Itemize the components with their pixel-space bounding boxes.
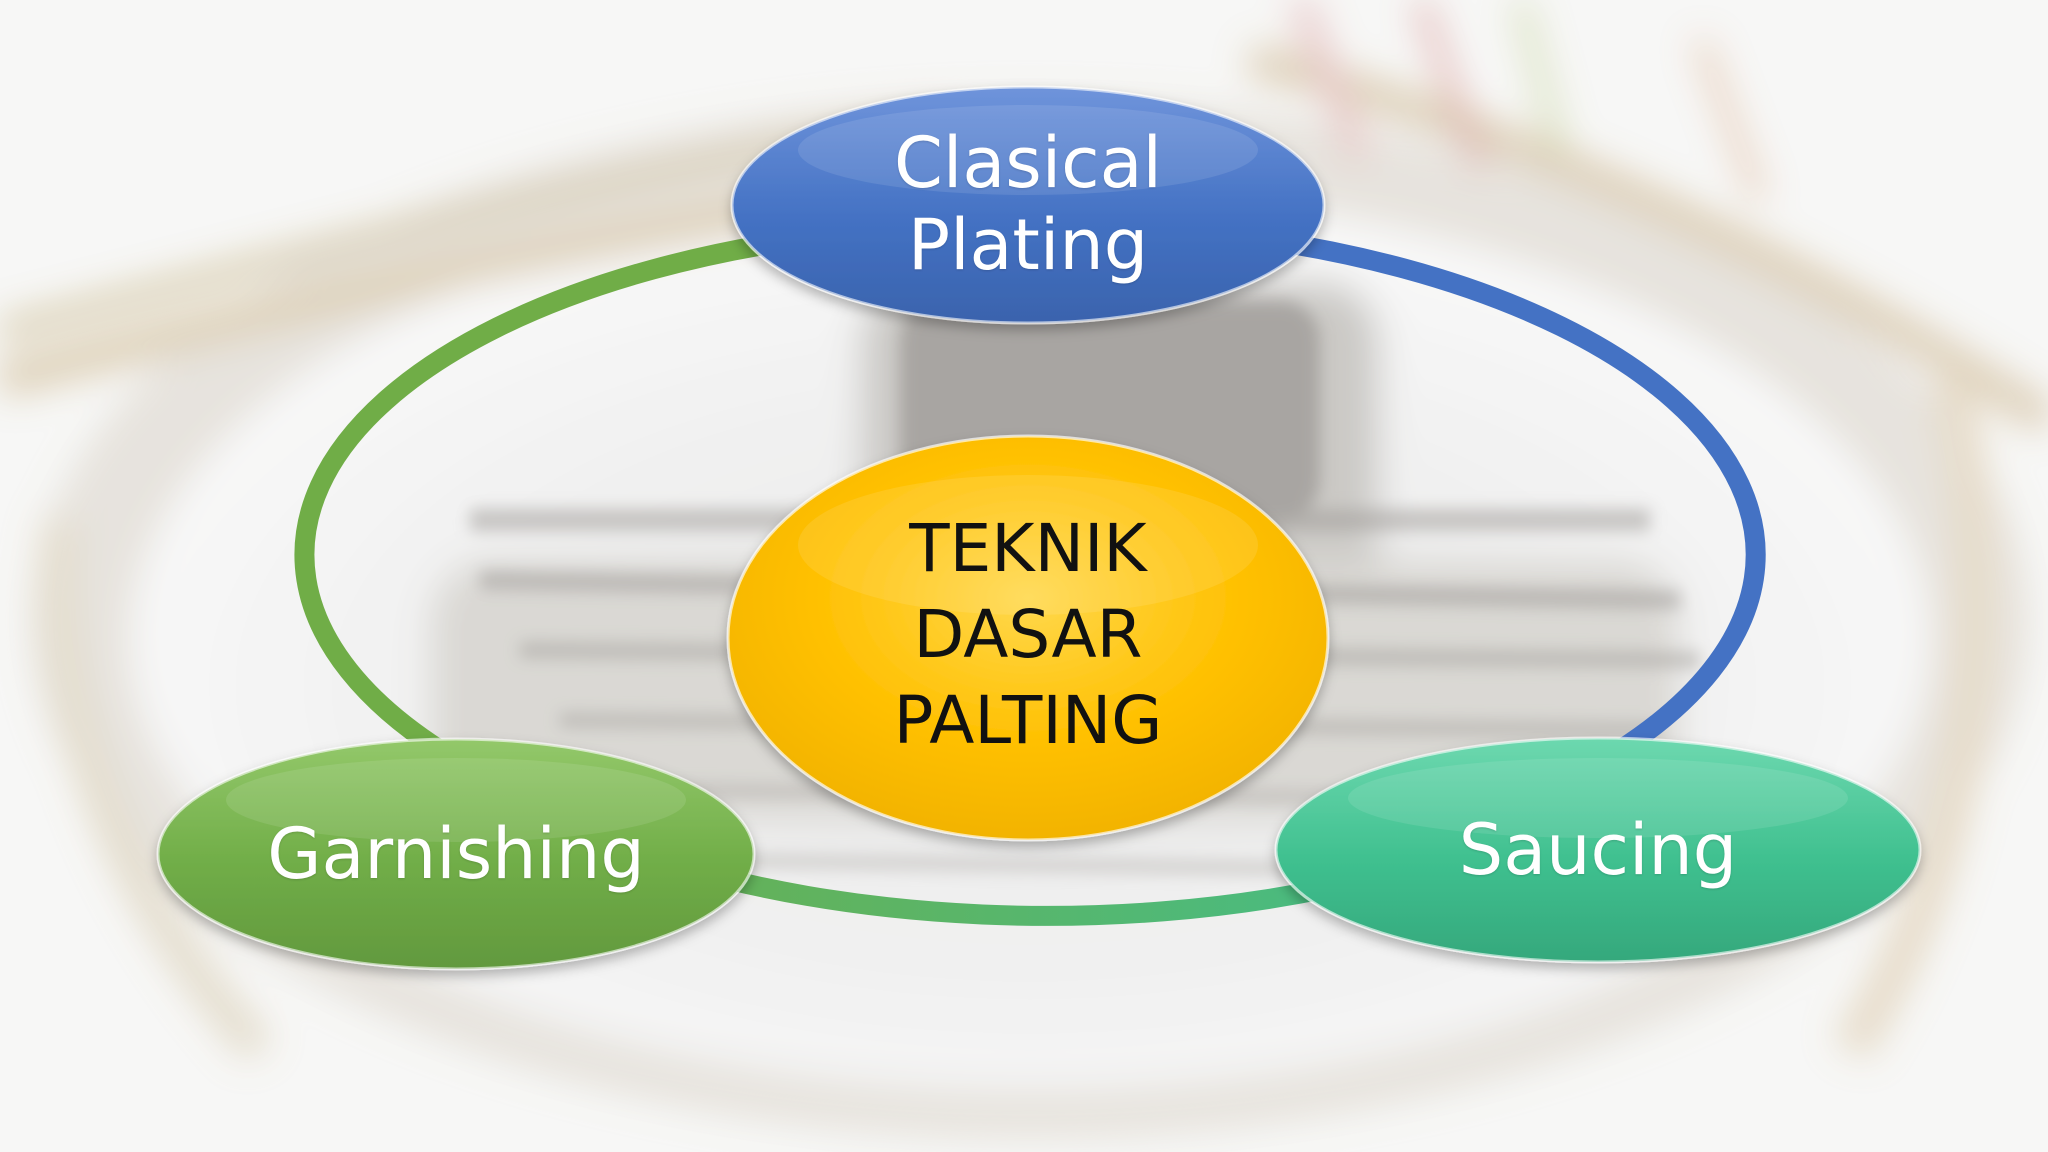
center-node-line-3: PALTING: [893, 681, 1163, 759]
right-node-shape: [1274, 736, 1922, 964]
top-node-line-1: Clasical: [894, 122, 1162, 205]
left-node-text: Garnishing: [267, 813, 645, 896]
left-node-label: Garnishing: [186, 800, 726, 910]
left-node-shape: [156, 737, 756, 971]
right-node-text: Saucing: [1458, 809, 1738, 892]
top-node-shape: [730, 85, 1326, 325]
top-node-label: Clasical Plating: [760, 100, 1296, 310]
center-node-label: TEKNIK DASAR PALTING: [760, 490, 1296, 780]
center-node-shape: [726, 434, 1330, 842]
center-node-line-1: TEKNIK: [909, 510, 1147, 588]
top-node-line-2: Plating: [907, 204, 1149, 286]
center-node-line-2: DASAR: [913, 596, 1143, 674]
right-node-label: Saucing: [1330, 796, 1866, 906]
